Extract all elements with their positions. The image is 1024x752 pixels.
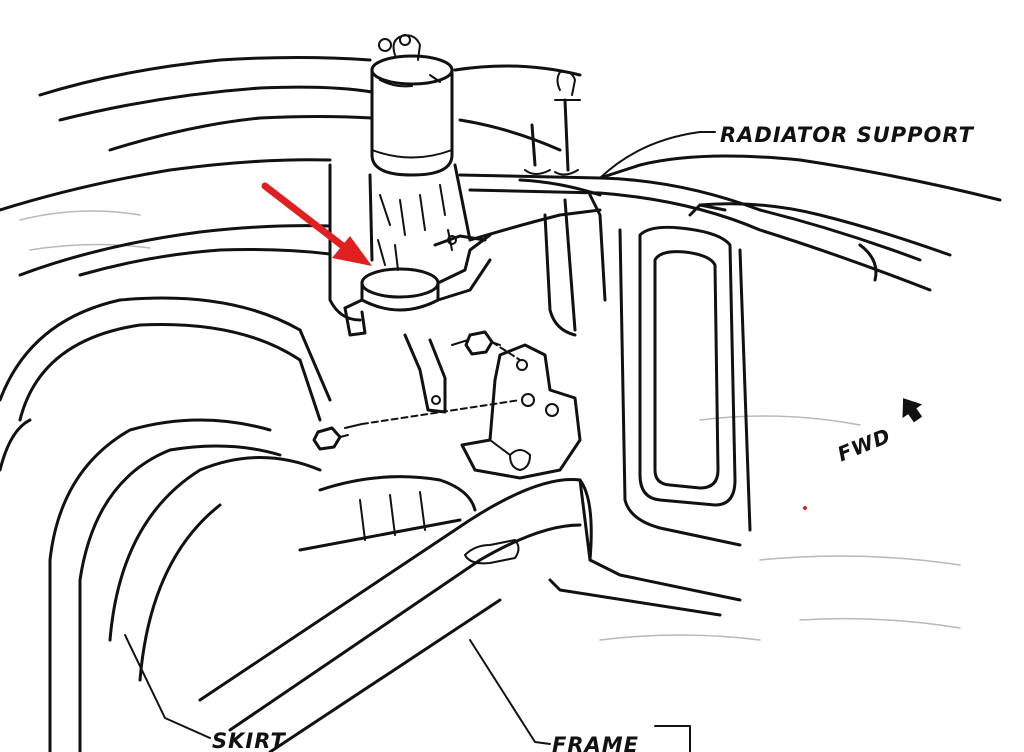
- frame-rail: [198, 475, 742, 752]
- fwd-arrow-icon: [902, 398, 923, 423]
- vacuum-canister: [370, 34, 454, 177]
- wheel-well-skirt: [0, 296, 332, 752]
- skirt-label: SKIRT: [212, 729, 286, 752]
- radiator-opening: [618, 225, 752, 547]
- fender-outline: [0, 56, 582, 277]
- inner-fender-wall: [328, 163, 607, 337]
- red-callout-arrow: [261, 182, 372, 266]
- radiator-support-label: RADIATOR SUPPORT: [720, 123, 975, 147]
- fwd-label: FWD: [834, 423, 894, 466]
- hinge-bracket: [460, 343, 582, 480]
- red-marker-dot: [803, 506, 807, 510]
- loose-bolt-lower: [312, 423, 363, 451]
- frame-label: FRAME: [552, 733, 639, 752]
- assembly-guide-lines: [361, 341, 521, 425]
- label-leaders: [124, 131, 716, 752]
- fwd-indicator: FWD: [834, 398, 923, 466]
- canister-clamp-bracket: [343, 233, 492, 414]
- mounting-studs: [524, 70, 581, 176]
- radiator-support-panel: [458, 154, 1002, 292]
